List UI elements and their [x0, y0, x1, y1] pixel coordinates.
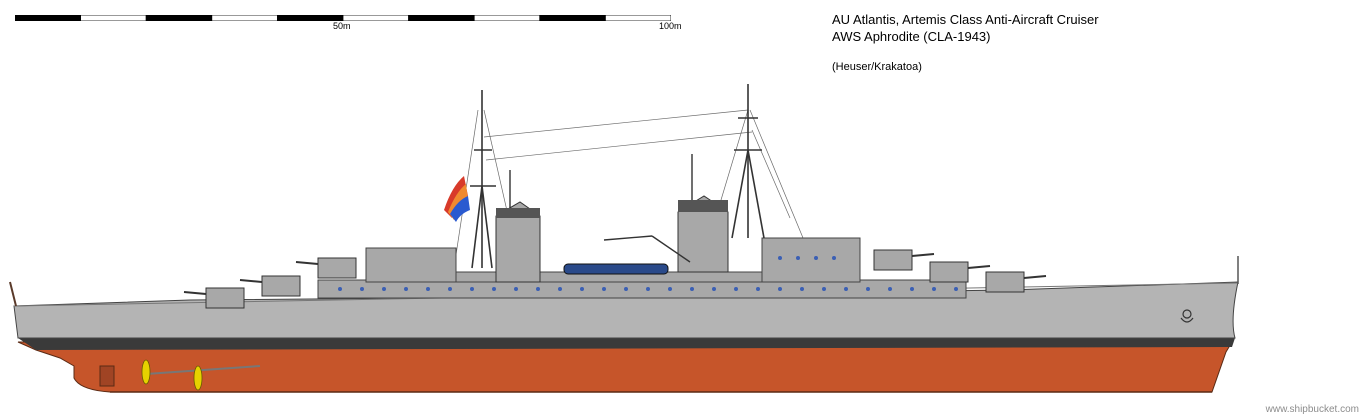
porthole — [756, 287, 760, 291]
porthole — [888, 287, 892, 291]
porthole — [800, 287, 804, 291]
porthole — [844, 287, 848, 291]
gun-turret — [183, 287, 245, 309]
porthole — [954, 287, 958, 291]
artist-credit: (Heuser/Krakatoa) — [832, 61, 922, 73]
gun-turret — [295, 257, 357, 279]
gun-turret — [873, 249, 935, 271]
porthole — [360, 287, 364, 291]
foremast — [731, 84, 765, 239]
porthole — [668, 287, 672, 291]
porthole — [866, 287, 870, 291]
boot-topping — [18, 338, 1235, 350]
anchor-icon — [1180, 309, 1194, 323]
gun-turret — [985, 271, 1047, 293]
gun-turret — [239, 275, 301, 297]
funnel-aft — [495, 201, 541, 283]
funnel-fwd — [677, 195, 729, 273]
porthole — [404, 287, 408, 291]
propeller-icon — [141, 359, 203, 391]
porthole — [558, 287, 562, 291]
porthole — [690, 287, 694, 291]
title-block: AU Atlantis, Artemis Class Anti-Aircraft… — [832, 11, 1099, 73]
porthole — [814, 256, 818, 260]
porthole — [822, 287, 826, 291]
scale-segment — [605, 15, 671, 21]
deckhouse-upper-fwd — [761, 237, 861, 283]
scale-label-100m: 100m — [659, 21, 682, 31]
porthole — [778, 287, 782, 291]
porthole — [580, 287, 584, 291]
boat-crane — [603, 235, 691, 263]
porthole — [492, 287, 496, 291]
stern-flagstaff — [9, 281, 17, 307]
porthole — [646, 287, 650, 291]
porthole — [470, 287, 474, 291]
funnel-aft-cap — [496, 208, 540, 218]
scale-label-50m: 50m — [333, 21, 351, 31]
ensign-flag — [444, 176, 470, 222]
propeller-shaft — [145, 365, 261, 375]
watermark: www.shipbucket.com — [1265, 404, 1359, 415]
porthole — [734, 287, 738, 291]
ship-class-title: AU Atlantis, Artemis Class Anti-Aircraft… — [832, 12, 1099, 27]
ships-boat — [563, 263, 669, 275]
porthole — [602, 287, 606, 291]
deckhouse-upper-aft — [365, 247, 457, 283]
porthole — [426, 287, 430, 291]
porthole — [448, 287, 452, 291]
porthole — [624, 287, 628, 291]
scale-bar — [15, 15, 671, 21]
mainmast — [470, 90, 496, 269]
funnel-fwd-cap — [678, 200, 728, 212]
porthole — [536, 287, 540, 291]
gun-turret — [929, 261, 991, 283]
porthole — [338, 287, 342, 291]
porthole — [932, 287, 936, 291]
porthole — [910, 287, 914, 291]
porthole — [832, 256, 836, 260]
porthole — [796, 256, 800, 260]
porthole — [778, 256, 782, 260]
porthole — [514, 287, 518, 291]
porthole — [382, 287, 386, 291]
rudder — [99, 365, 115, 387]
porthole — [712, 287, 716, 291]
ship-name-title: AWS Aphrodite (CLA-1943) — [832, 29, 991, 44]
